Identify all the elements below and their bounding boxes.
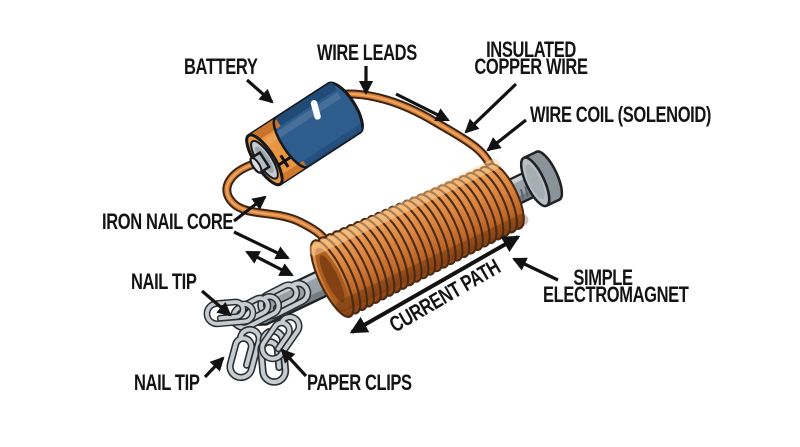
battery-illustration: + bbox=[245, 81, 364, 187]
annotation-arrows bbox=[200, 66, 559, 379]
battery-minus-icon bbox=[310, 100, 321, 120]
nail-tip-upper-arrow bbox=[200, 289, 232, 317]
nail-axis-double-arrow bbox=[245, 250, 294, 277]
nail-tip-lower-arrow bbox=[203, 356, 225, 379]
coil-end-face bbox=[315, 247, 350, 310]
nail-head bbox=[519, 150, 564, 208]
paper-clips-illustration bbox=[206, 278, 311, 383]
iron-nail-core-arrow-upper bbox=[233, 195, 267, 223]
paper-clip bbox=[228, 327, 262, 380]
current-path-double-arrow bbox=[349, 235, 521, 334]
wire-leads-arrow-2 bbox=[395, 92, 450, 122]
wire-lead-bottom bbox=[222, 159, 336, 259]
insulated-wire-arrow bbox=[464, 82, 518, 134]
paper-clips-arrow bbox=[280, 348, 308, 378]
battery-arrow bbox=[245, 78, 274, 104]
simple-electromagnet-arrow bbox=[512, 257, 559, 282]
iron-nail-core-arrow-lower bbox=[233, 230, 290, 260]
coil-highlight-band bbox=[308, 158, 500, 256]
wire-coil-arrow bbox=[486, 118, 527, 152]
